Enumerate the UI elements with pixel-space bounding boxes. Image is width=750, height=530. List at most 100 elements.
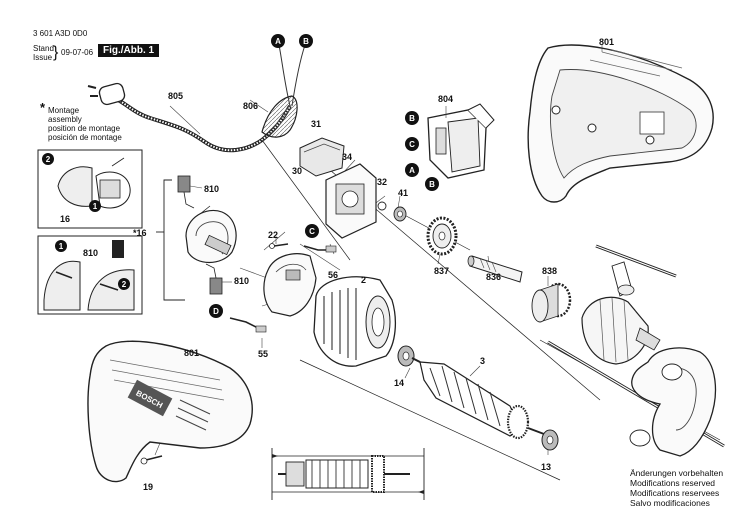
brush-yoke	[263, 253, 317, 317]
montage-line: Montage	[48, 106, 80, 115]
svg-text:A: A	[275, 37, 281, 46]
callout-2-inset1: 2	[42, 153, 54, 165]
leader-lines	[154, 44, 603, 456]
carbon-brush-bottom	[205, 263, 223, 295]
label-56: 56	[328, 270, 338, 280]
callout-c-switch: C	[405, 137, 419, 151]
label-41: 41	[398, 188, 408, 198]
label-2: 2	[361, 275, 366, 285]
figure-label: Fig./Abb. 1	[98, 44, 160, 57]
notice-line: Salvo modificaciones	[630, 498, 710, 508]
svg-text:B: B	[409, 114, 415, 123]
label-837: 837	[434, 266, 449, 276]
label-804: 804	[438, 94, 453, 104]
screw-19	[140, 455, 163, 465]
svg-text:D: D	[213, 307, 219, 316]
auxiliary-handle	[629, 347, 717, 457]
gear-837	[426, 216, 458, 256]
housing-half-top	[527, 44, 714, 203]
label-32: 32	[377, 177, 387, 187]
screw-22	[269, 243, 289, 249]
svg-text:1: 1	[93, 202, 98, 211]
callout-1-inset1: 1	[89, 200, 101, 212]
issue-date: 09-07-06	[61, 48, 94, 57]
label-801-bottom: 801	[184, 348, 199, 358]
callout-b-switch-2: B	[425, 177, 439, 191]
label-806: 806	[243, 101, 258, 111]
label-19: 19	[143, 482, 153, 492]
bearing-41	[393, 206, 407, 222]
montage-line: assembly	[48, 115, 82, 124]
issue-label: Issue	[33, 53, 53, 62]
label-13: 13	[541, 462, 551, 472]
armature-3	[411, 357, 545, 440]
label-14: 14	[394, 378, 404, 388]
svg-text:C: C	[409, 140, 415, 149]
connector-55	[229, 317, 267, 333]
label-805: 805	[168, 91, 183, 101]
svg-text:B: B	[303, 37, 309, 46]
modifications-notice: Änderungen vorbehalten Modifications res…	[630, 468, 723, 508]
callout-2-inset2: 2	[118, 278, 130, 290]
label-810-bottom: 810	[234, 276, 249, 286]
callout-b-switch: B	[405, 111, 419, 125]
field-stator-2	[313, 276, 397, 367]
label-55: 55	[258, 349, 268, 359]
callout-a-cord: A	[271, 34, 285, 48]
brush-holder-16	[185, 205, 237, 264]
plug	[87, 82, 126, 106]
callout-a-switch: A	[405, 163, 419, 177]
spindle-836	[467, 255, 523, 283]
housing-half-bottom: BOSCH	[87, 340, 253, 483]
callout-c-connector: C	[305, 224, 319, 238]
stand-label: Stand	[33, 44, 54, 53]
part-number: 3 601 A3D 0D0	[33, 29, 88, 38]
montage-line: position de montage	[48, 124, 121, 133]
brush-plate-34	[325, 163, 377, 239]
fan-baffle-31	[299, 137, 345, 177]
svg-text:2: 2	[122, 280, 127, 289]
label-31: 31	[311, 119, 321, 129]
label-810-inset: 810	[83, 248, 98, 258]
brush-group-bracket	[156, 179, 185, 301]
notice-line: Änderungen vorbehalten	[630, 468, 724, 478]
connector-56	[303, 245, 337, 253]
callout-1-inset2: 1	[55, 240, 67, 252]
notice-line: Modifications reserved	[630, 478, 716, 488]
label-836: 836	[486, 272, 501, 282]
label-16-inset: 16	[60, 214, 70, 224]
ball-32	[377, 201, 387, 211]
svg-text:B: B	[429, 180, 435, 189]
label-34: 34	[342, 152, 352, 162]
chuck-key	[595, 244, 677, 297]
switch-assembly	[427, 103, 495, 179]
label-16-assembly: *16	[133, 228, 147, 238]
carbon-brush-top	[177, 175, 195, 209]
drill-chuck	[581, 296, 661, 365]
cord-guard	[261, 95, 298, 138]
svg-text:C: C	[309, 227, 315, 236]
label-30: 30	[292, 166, 302, 176]
svg-text:2: 2	[46, 155, 51, 164]
label-801-top: 801	[599, 37, 614, 47]
label-3: 3	[480, 356, 485, 366]
montage-legend: Montage assembly position de montage pos…	[48, 106, 122, 142]
montage-line: posición de montage	[48, 133, 122, 142]
bearing-14	[397, 345, 415, 367]
header-brace: }	[53, 44, 59, 61]
gear-ring-838	[531, 282, 572, 323]
bearing-13	[541, 429, 559, 451]
callout-b-cord: B	[299, 34, 313, 48]
montage-star: *	[40, 100, 46, 115]
label-810-top: 810	[204, 184, 219, 194]
svg-text:1: 1	[59, 242, 64, 251]
inset-brush-detail-1	[37, 149, 143, 229]
armature-detail-box	[271, 448, 425, 500]
svg-text:A: A	[409, 166, 415, 175]
label-838: 838	[542, 266, 557, 276]
notice-line: Modifications reservees	[630, 488, 720, 498]
callout-d-connector: D	[209, 304, 223, 318]
label-22: 22	[268, 230, 278, 240]
